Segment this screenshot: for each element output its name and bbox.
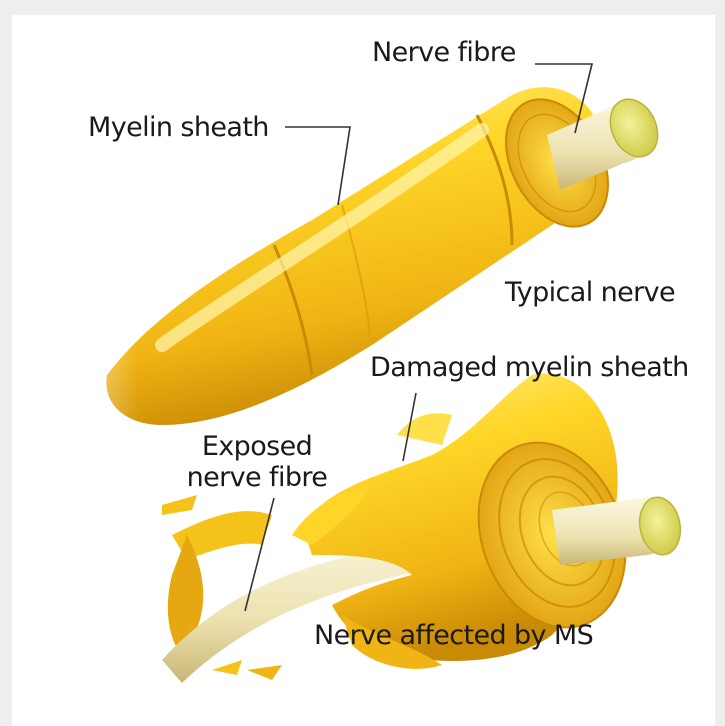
label-nerve-fibre: Nerve fibre bbox=[372, 37, 516, 68]
label-nerve-affected-by-ms: Nerve affected by MS bbox=[314, 620, 593, 651]
diagram-panel: Nerve fibre Myelin sheath Typical nerve … bbox=[12, 15, 715, 726]
sheath-fragment bbox=[162, 495, 197, 515]
label-damaged-myelin-sheath: Damaged myelin sheath bbox=[370, 352, 689, 383]
label-exposed-line-2: nerve fibre bbox=[172, 462, 342, 493]
label-exposed-line-1: Exposed bbox=[172, 431, 342, 462]
sheath-fragment bbox=[247, 665, 282, 680]
label-exposed-nerve-fibre: Exposed nerve fibre bbox=[172, 431, 342, 493]
label-typical-nerve: Typical nerve bbox=[505, 277, 675, 308]
sheath-fragment bbox=[212, 660, 242, 675]
label-myelin-sheath: Myelin sheath bbox=[88, 112, 269, 143]
